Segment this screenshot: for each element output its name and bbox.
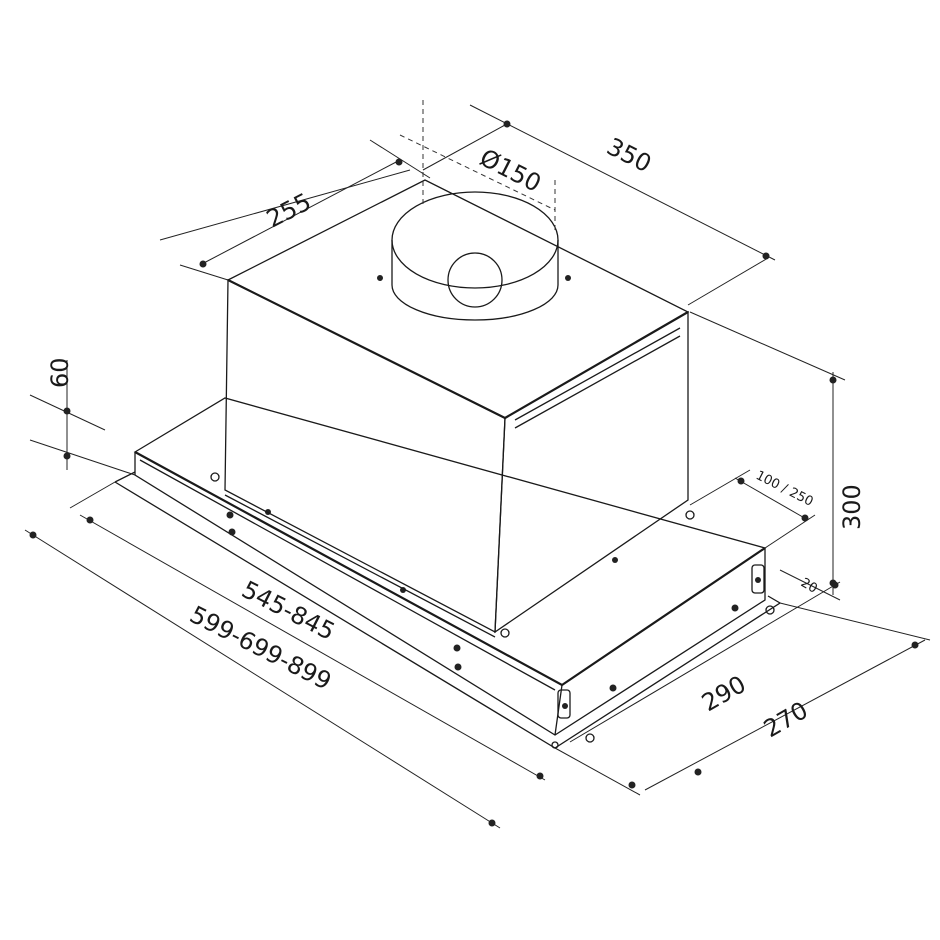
dim-depth-top: 350 xyxy=(602,132,656,178)
dim-offset: 100 / 250 xyxy=(753,468,815,510)
dim-depth-inner: 290 xyxy=(697,670,751,717)
dim-duct-diameter: Ø150 xyxy=(475,143,545,197)
dim-depth-outer: 270 xyxy=(759,696,813,743)
dimension-lines xyxy=(24,100,931,829)
dim-small-offset: 20 xyxy=(798,575,820,596)
motor-housing xyxy=(224,179,690,638)
dim-height-flange: 60 xyxy=(46,357,74,388)
duct-collar xyxy=(391,191,559,321)
dim-width-top: 255 xyxy=(262,188,316,234)
dim-total-height: 300 xyxy=(838,484,866,530)
